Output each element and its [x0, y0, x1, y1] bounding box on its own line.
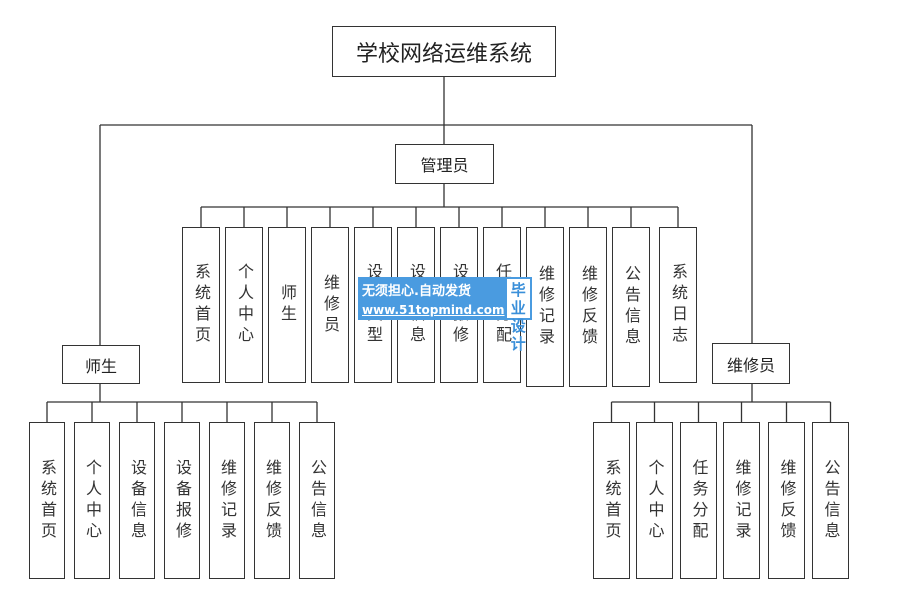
teacher-node: 师生	[62, 345, 140, 384]
watermark: 无须担心.自动发货 www.51topmind.com 毕业设计	[358, 277, 532, 353]
admin-module: 系统首页	[182, 227, 220, 383]
admin-module: 维修反馈	[569, 227, 607, 387]
admin-module: 维修员	[311, 227, 349, 383]
repair-module: 维修记录	[723, 422, 760, 579]
teacher-module: 设备报修	[164, 422, 200, 579]
root-node: 学校网络运维系统	[332, 26, 556, 77]
teacher-module: 设备信息	[119, 422, 155, 579]
teacher-module: 公告信息	[299, 422, 335, 579]
teacher-module: 个人中心	[74, 422, 110, 579]
admin-module: 个人中心	[225, 227, 263, 383]
repair-module: 维修反馈	[768, 422, 805, 579]
watermark-line1: 无须担心.自动发货	[362, 284, 471, 299]
teacher-module: 维修反馈	[254, 422, 290, 579]
admin-module: 公告信息	[612, 227, 650, 387]
teacher-module: 维修记录	[209, 422, 245, 579]
admin-module: 维修记录	[526, 227, 564, 387]
watermark-badge2: 设计	[510, 317, 526, 353]
repair-module: 系统首页	[593, 422, 630, 579]
repair-module: 个人中心	[636, 422, 673, 579]
watermark-line2: www.51topmind.com	[362, 303, 505, 317]
repair-module: 任务分配	[680, 422, 717, 579]
repair-module: 公告信息	[812, 422, 849, 579]
admin-node: 管理员	[395, 144, 494, 184]
teacher-module: 系统首页	[29, 422, 65, 579]
watermark-badge1: 毕业	[510, 281, 526, 317]
repair-node: 维修员	[712, 343, 790, 384]
admin-module: 师生	[268, 227, 306, 383]
admin-module: 系统日志	[659, 227, 697, 383]
